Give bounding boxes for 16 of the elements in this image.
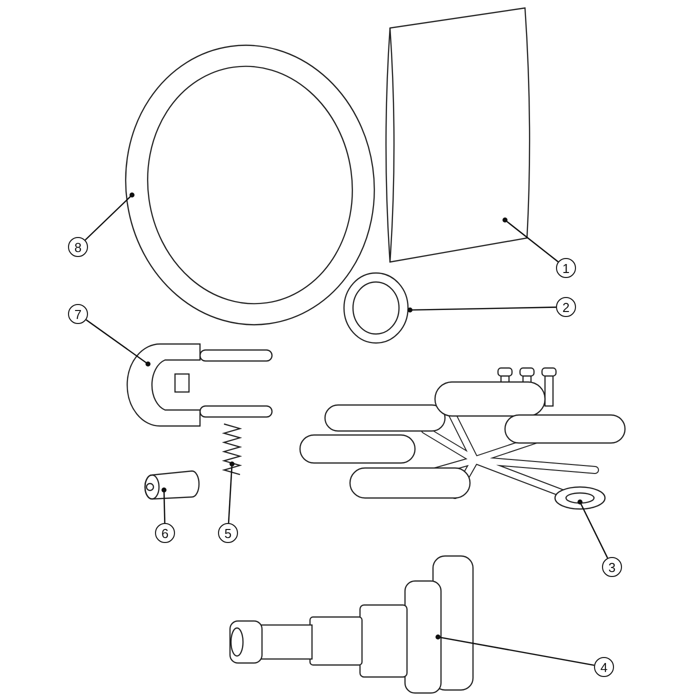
- callout-number: 3: [602, 557, 622, 577]
- leader-line: [84, 192, 134, 241]
- callout-number: 7: [68, 304, 88, 324]
- leader-line: [578, 500, 608, 558]
- callout-number: 8: [68, 237, 88, 257]
- leader-line: [86, 319, 150, 366]
- callout-number: 6: [155, 523, 175, 543]
- callout-number: 5: [218, 523, 238, 543]
- leader-line: [408, 306, 556, 312]
- leader-line: [228, 462, 234, 524]
- callout-number: 4: [594, 657, 614, 677]
- leader-line: [502, 218, 559, 262]
- leader-line: [162, 488, 166, 524]
- callout-number: 1: [556, 258, 576, 278]
- leader-line: [436, 634, 594, 666]
- callout-number: 2: [556, 297, 576, 317]
